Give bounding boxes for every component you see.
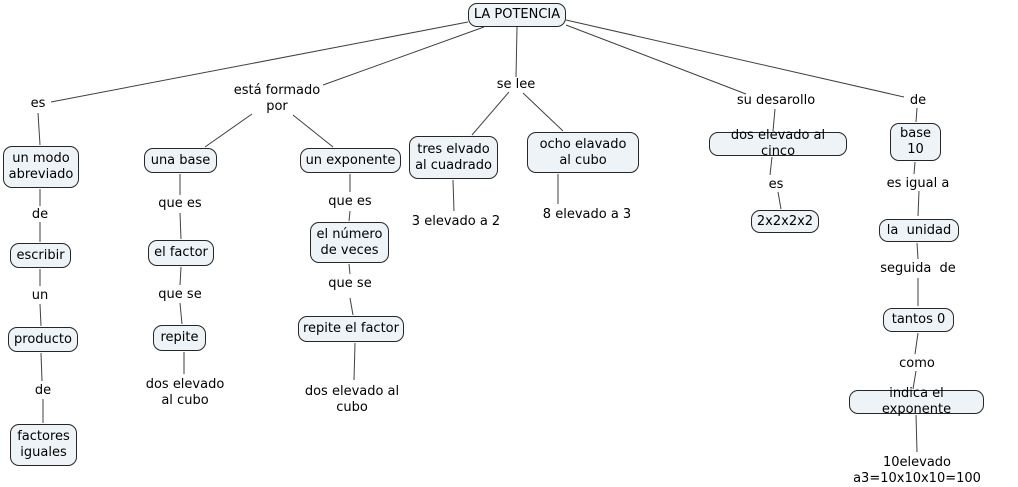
concept-el-factor[interactable]: el factor	[148, 240, 214, 266]
link-label-un[interactable]: un	[31, 288, 49, 303]
concept-base-10[interactable]: base 10	[890, 123, 941, 161]
link-label-su-desarollo[interactable]: su desarollo	[736, 93, 816, 108]
link-label-de-right[interactable]: de	[909, 93, 927, 108]
link-label-de-2[interactable]: de	[34, 383, 52, 398]
link-label-es-igual-a[interactable]: es igual a	[886, 176, 950, 191]
example-8-elevado-a-3[interactable]: 8 elevado a 3	[542, 207, 632, 222]
example-dos-elevado-al-cubo-base[interactable]: dos elevado al cubo	[145, 377, 229, 408]
link-label-que-se-base[interactable]: que se	[158, 287, 202, 302]
link-label-seguida-de[interactable]: seguida de	[880, 261, 956, 276]
concept-dos-elevado-al-cinco[interactable]: dos elevado al cinco	[709, 128, 847, 159]
example-dos-elevado-al-cubo-exponente[interactable]: dos elevado al cubo	[304, 384, 404, 415]
concept-2x2x2x2[interactable]: 2x2x2x2	[751, 210, 819, 233]
concept-el-numero-de-veces[interactable]: el número de veces	[310, 222, 389, 263]
concept-un-modo-abreviado[interactable]: un modo abreviado	[3, 146, 79, 188]
concept-una-base[interactable]: una base	[144, 148, 217, 173]
link-label-de-1[interactable]: de	[31, 207, 49, 222]
link-label-es-desarrollo[interactable]: es	[768, 177, 784, 192]
concept-factores-iguales[interactable]: factores iguales	[10, 424, 77, 466]
link-label-que-es-exponente[interactable]: que es	[328, 194, 372, 209]
concept-un-exponente[interactable]: un exponente	[300, 148, 401, 173]
link-label-como[interactable]: como	[899, 356, 935, 371]
concept-la-unidad[interactable]: la unidad	[879, 219, 959, 242]
concept-producto[interactable]: producto	[8, 327, 78, 352]
concept-tantos-0[interactable]: tantos 0	[883, 308, 954, 332]
link-label-que-es-base[interactable]: que es	[158, 196, 202, 211]
link-label-se-lee[interactable]: se lee	[496, 77, 536, 92]
example-3-elevado-a-2[interactable]: 3 elevado a 2	[411, 214, 501, 229]
link-label-es[interactable]: es	[30, 96, 46, 111]
concept-repite-el-factor[interactable]: repite el factor	[298, 316, 404, 342]
concept-escribir[interactable]: escribir	[10, 243, 71, 268]
link-label-que-se-exponente[interactable]: que se	[328, 276, 372, 291]
concept-tres-elvado-al-cuadrado[interactable]: tres elvado al cuadrado	[409, 136, 498, 179]
concept-la-potencia[interactable]: LA POTENCIA	[468, 3, 566, 27]
concept-map-canvas: LA POTENCIA es un modo abreviado de escr…	[3, 3, 984, 486]
link-label-esta-formado-por[interactable]: está formado por	[233, 83, 325, 114]
concept-indica-el-exponente[interactable]: indica el exponente	[849, 386, 984, 417]
concept-repite[interactable]: repite	[153, 325, 206, 351]
concept-ocho-elavado-al-cubo[interactable]: ocho elavado al cubo	[527, 132, 639, 173]
example-10-elevado-a3[interactable]: 10elevado a3=10x10x10=100	[853, 455, 981, 486]
